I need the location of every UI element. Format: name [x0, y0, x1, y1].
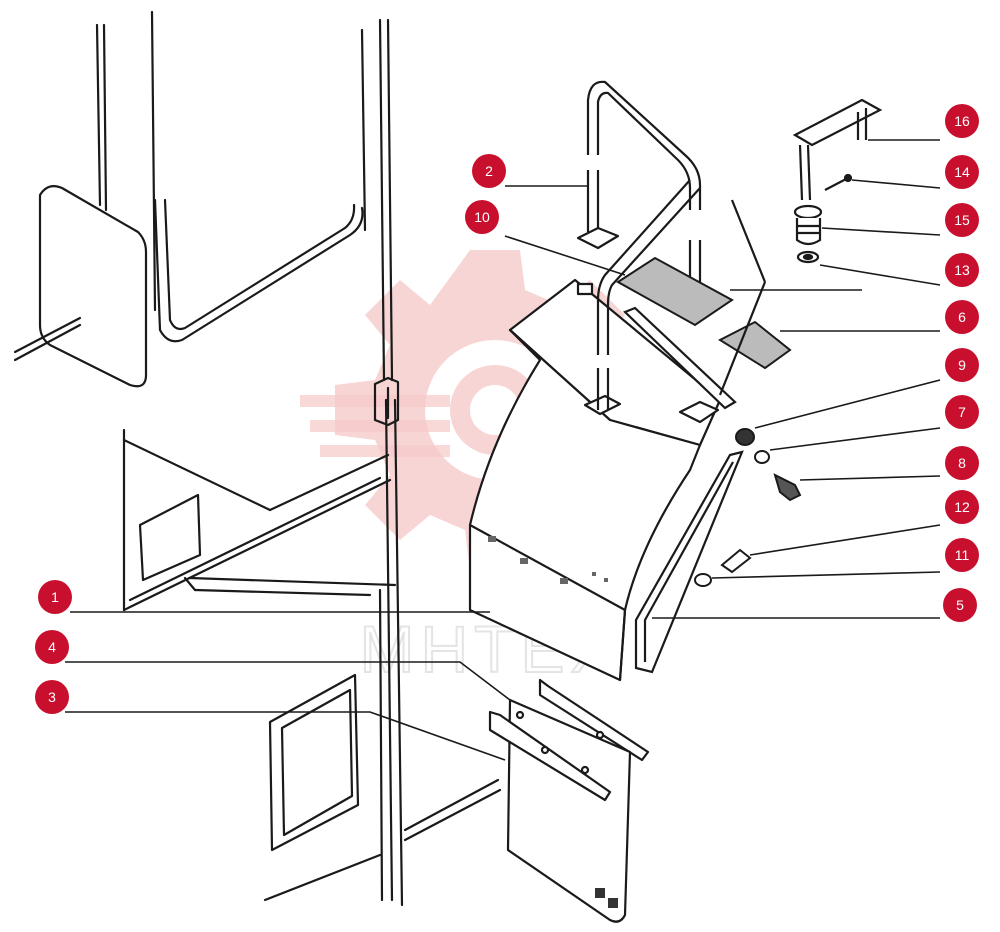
- callout-1: 1: [38, 580, 72, 614]
- bracket-hardware: [792, 98, 883, 264]
- callout-6: 6: [945, 300, 979, 334]
- mudflap-logo-mark: [595, 888, 618, 908]
- callout-10: 10: [465, 200, 499, 234]
- mudflap-assembly: [488, 678, 650, 923]
- callout-11: 11: [945, 538, 979, 572]
- callout-5: 5: [943, 588, 977, 622]
- callout-7: 7: [945, 395, 979, 429]
- callout-13: 13: [945, 253, 979, 287]
- callout-9: 9: [945, 348, 979, 382]
- callout-16: 16: [945, 104, 979, 138]
- fasteners: [694, 428, 802, 587]
- rubber-pads: [616, 256, 792, 370]
- callout-14: 14: [945, 155, 979, 189]
- callout-8: 8: [945, 446, 979, 480]
- leader-lines: [65, 139, 941, 761]
- fender-assembly: [468, 278, 722, 682]
- callout-15: 15: [945, 203, 979, 237]
- callout-2: 2: [472, 154, 506, 188]
- cab-body: [13, 10, 502, 907]
- support-strap: [623, 199, 767, 674]
- callout-3: 3: [35, 680, 69, 714]
- callout-4: 4: [35, 630, 69, 664]
- callout-12: 12: [945, 490, 979, 524]
